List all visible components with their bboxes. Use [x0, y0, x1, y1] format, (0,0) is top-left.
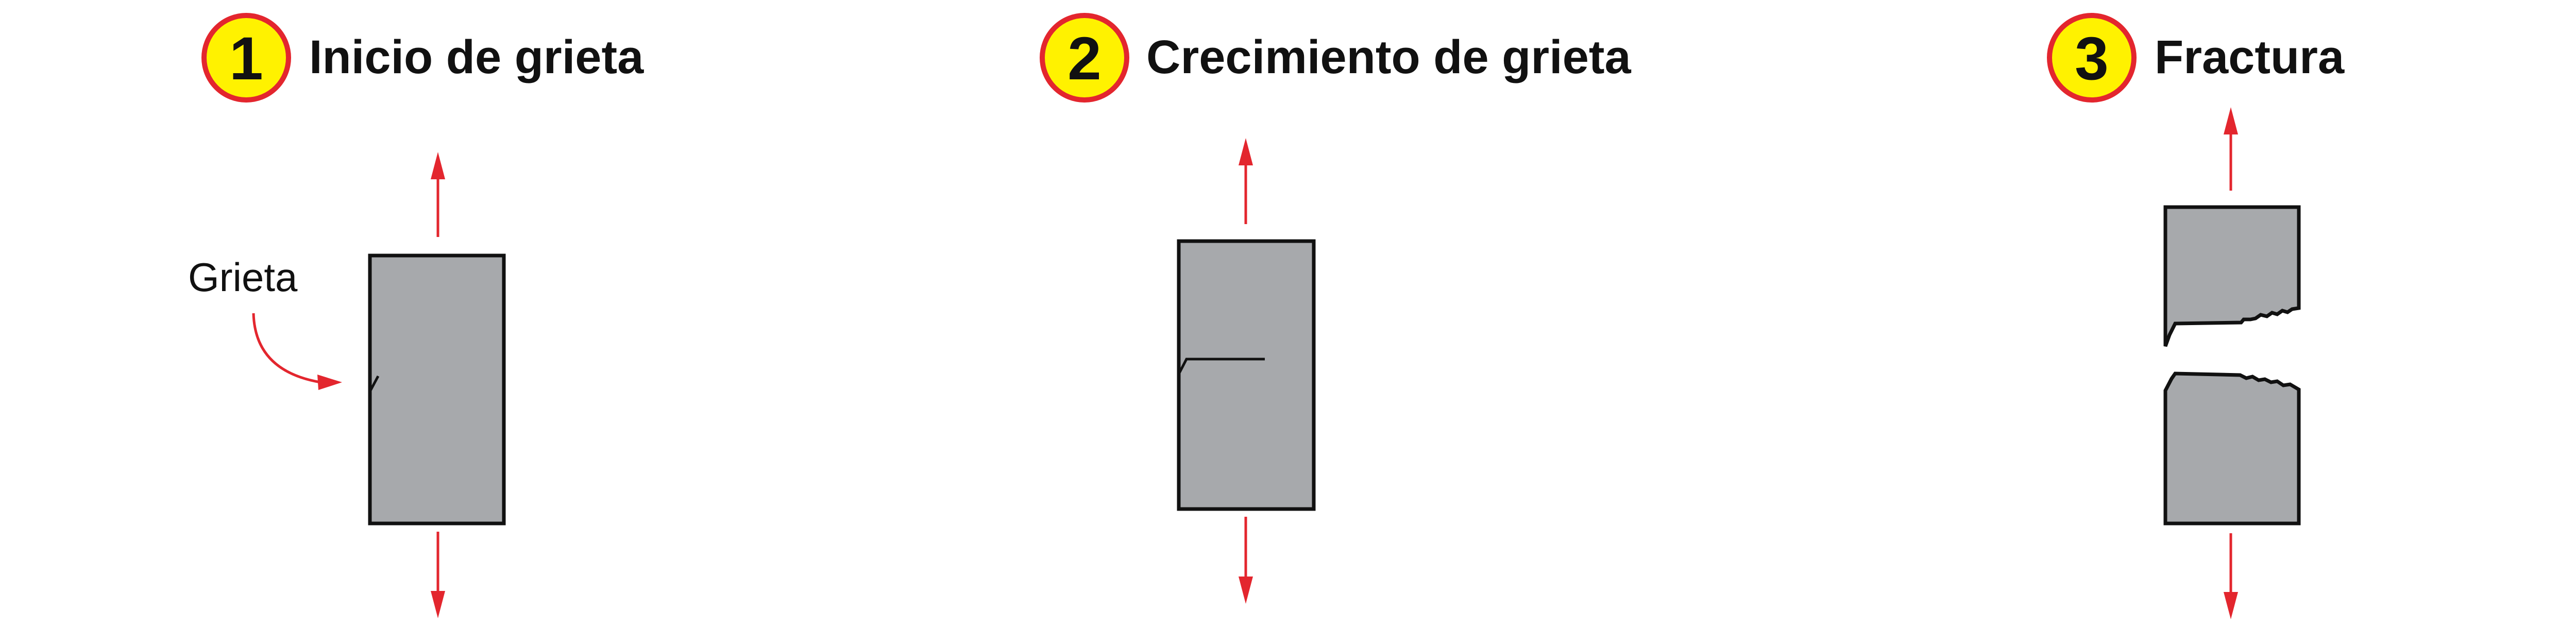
step-3-top-load-arrow [2224, 107, 2238, 191]
step-1-specimen [368, 253, 506, 526]
step-1-top-load-arrow [431, 152, 445, 237]
step-3: 3 Fractura [2047, 13, 2345, 619]
step-1-title: Inicio de grieta [309, 31, 644, 83]
step-2-number: 2 [1067, 25, 1101, 93]
crack-callout-arrowhead [317, 375, 342, 390]
step-1-number: 1 [229, 25, 263, 93]
crack-callout-label: Grieta [188, 255, 298, 300]
step-2-crack [1177, 358, 1265, 375]
step-1-crack-callout: Grieta [188, 255, 342, 390]
step-1-header: 1 Inicio de grieta [201, 13, 644, 103]
step-2-header: 2 Crecimiento de grieta [1040, 13, 1632, 103]
step-3-number-badge [2047, 13, 2137, 103]
step-1-number-badge [201, 13, 291, 103]
step-3-title: Fractura [2155, 31, 2345, 83]
crack-callout-arrow-curve [252, 313, 321, 384]
step-1-crack [368, 375, 380, 393]
step-2-bottom-load-arrow [1239, 517, 1253, 604]
step-1: 1 Inicio de grieta Grieta [188, 13, 644, 618]
step-3-lower-fragment [2163, 371, 2301, 526]
step-1-bottom-load-arrow [431, 532, 445, 618]
step-3-header: 3 Fractura [2047, 13, 2345, 103]
step-3-upper-fragment [2163, 205, 2301, 347]
step-2: 2 Crecimiento de grieta [1040, 13, 1632, 604]
step-3-bottom-load-arrow [2224, 533, 2238, 619]
step-3-number: 3 [2075, 25, 2109, 93]
step-2-specimen [1177, 239, 1316, 511]
step-2-number-badge [1040, 13, 1129, 103]
step-2-top-load-arrow [1239, 138, 1253, 224]
step-2-title: Crecimiento de grieta [1146, 31, 1632, 83]
